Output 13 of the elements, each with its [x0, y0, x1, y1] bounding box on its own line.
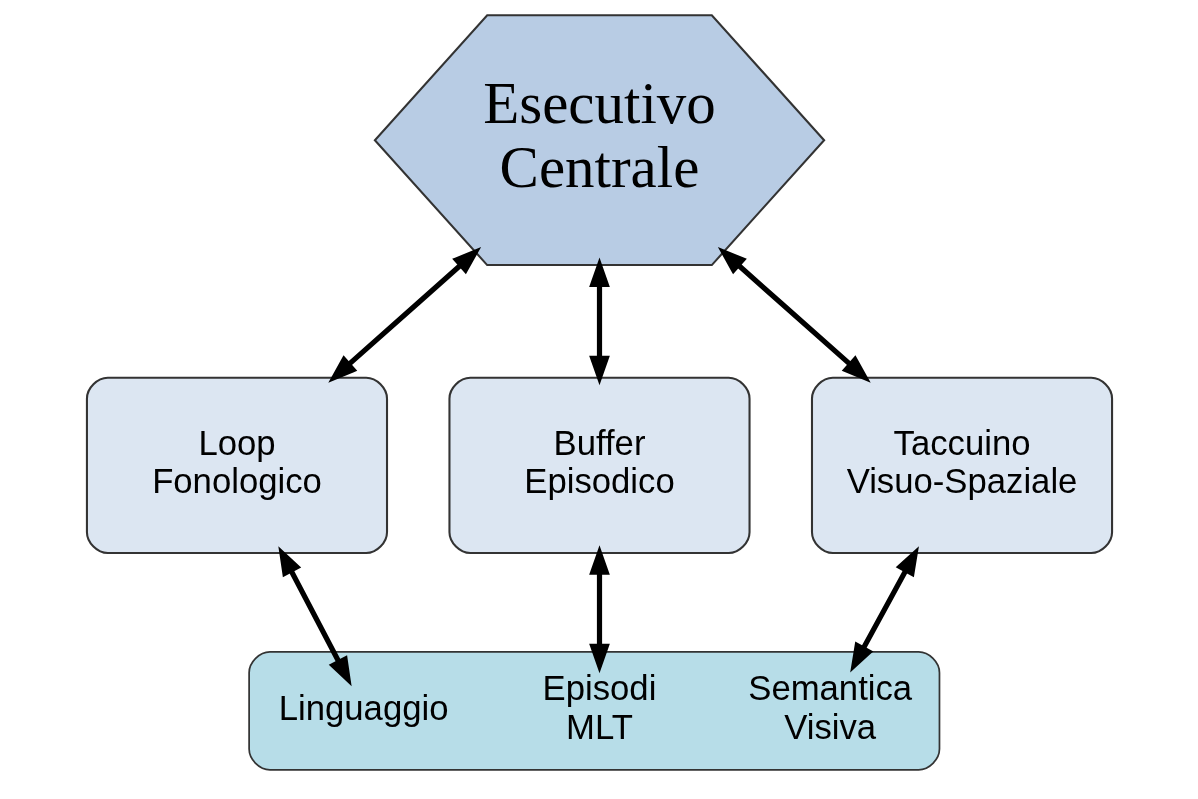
arrow [717, 246, 871, 383]
node-box: Loop Fonologico [85, 376, 388, 555]
cluster [247, 651, 940, 771]
node-text: Episodi MLT [542, 669, 656, 746]
arrow [327, 246, 481, 383]
node-text: Semantica Visiva [747, 669, 912, 746]
arrow [849, 546, 919, 673]
node-box: Taccuino Visuo-Spaziale [810, 376, 1113, 555]
arrow [588, 545, 610, 674]
node-text: Linguaggio [278, 688, 448, 727]
arrow [277, 546, 352, 687]
arrow [588, 257, 610, 386]
node-box: Buffer Episodico [447, 376, 751, 555]
